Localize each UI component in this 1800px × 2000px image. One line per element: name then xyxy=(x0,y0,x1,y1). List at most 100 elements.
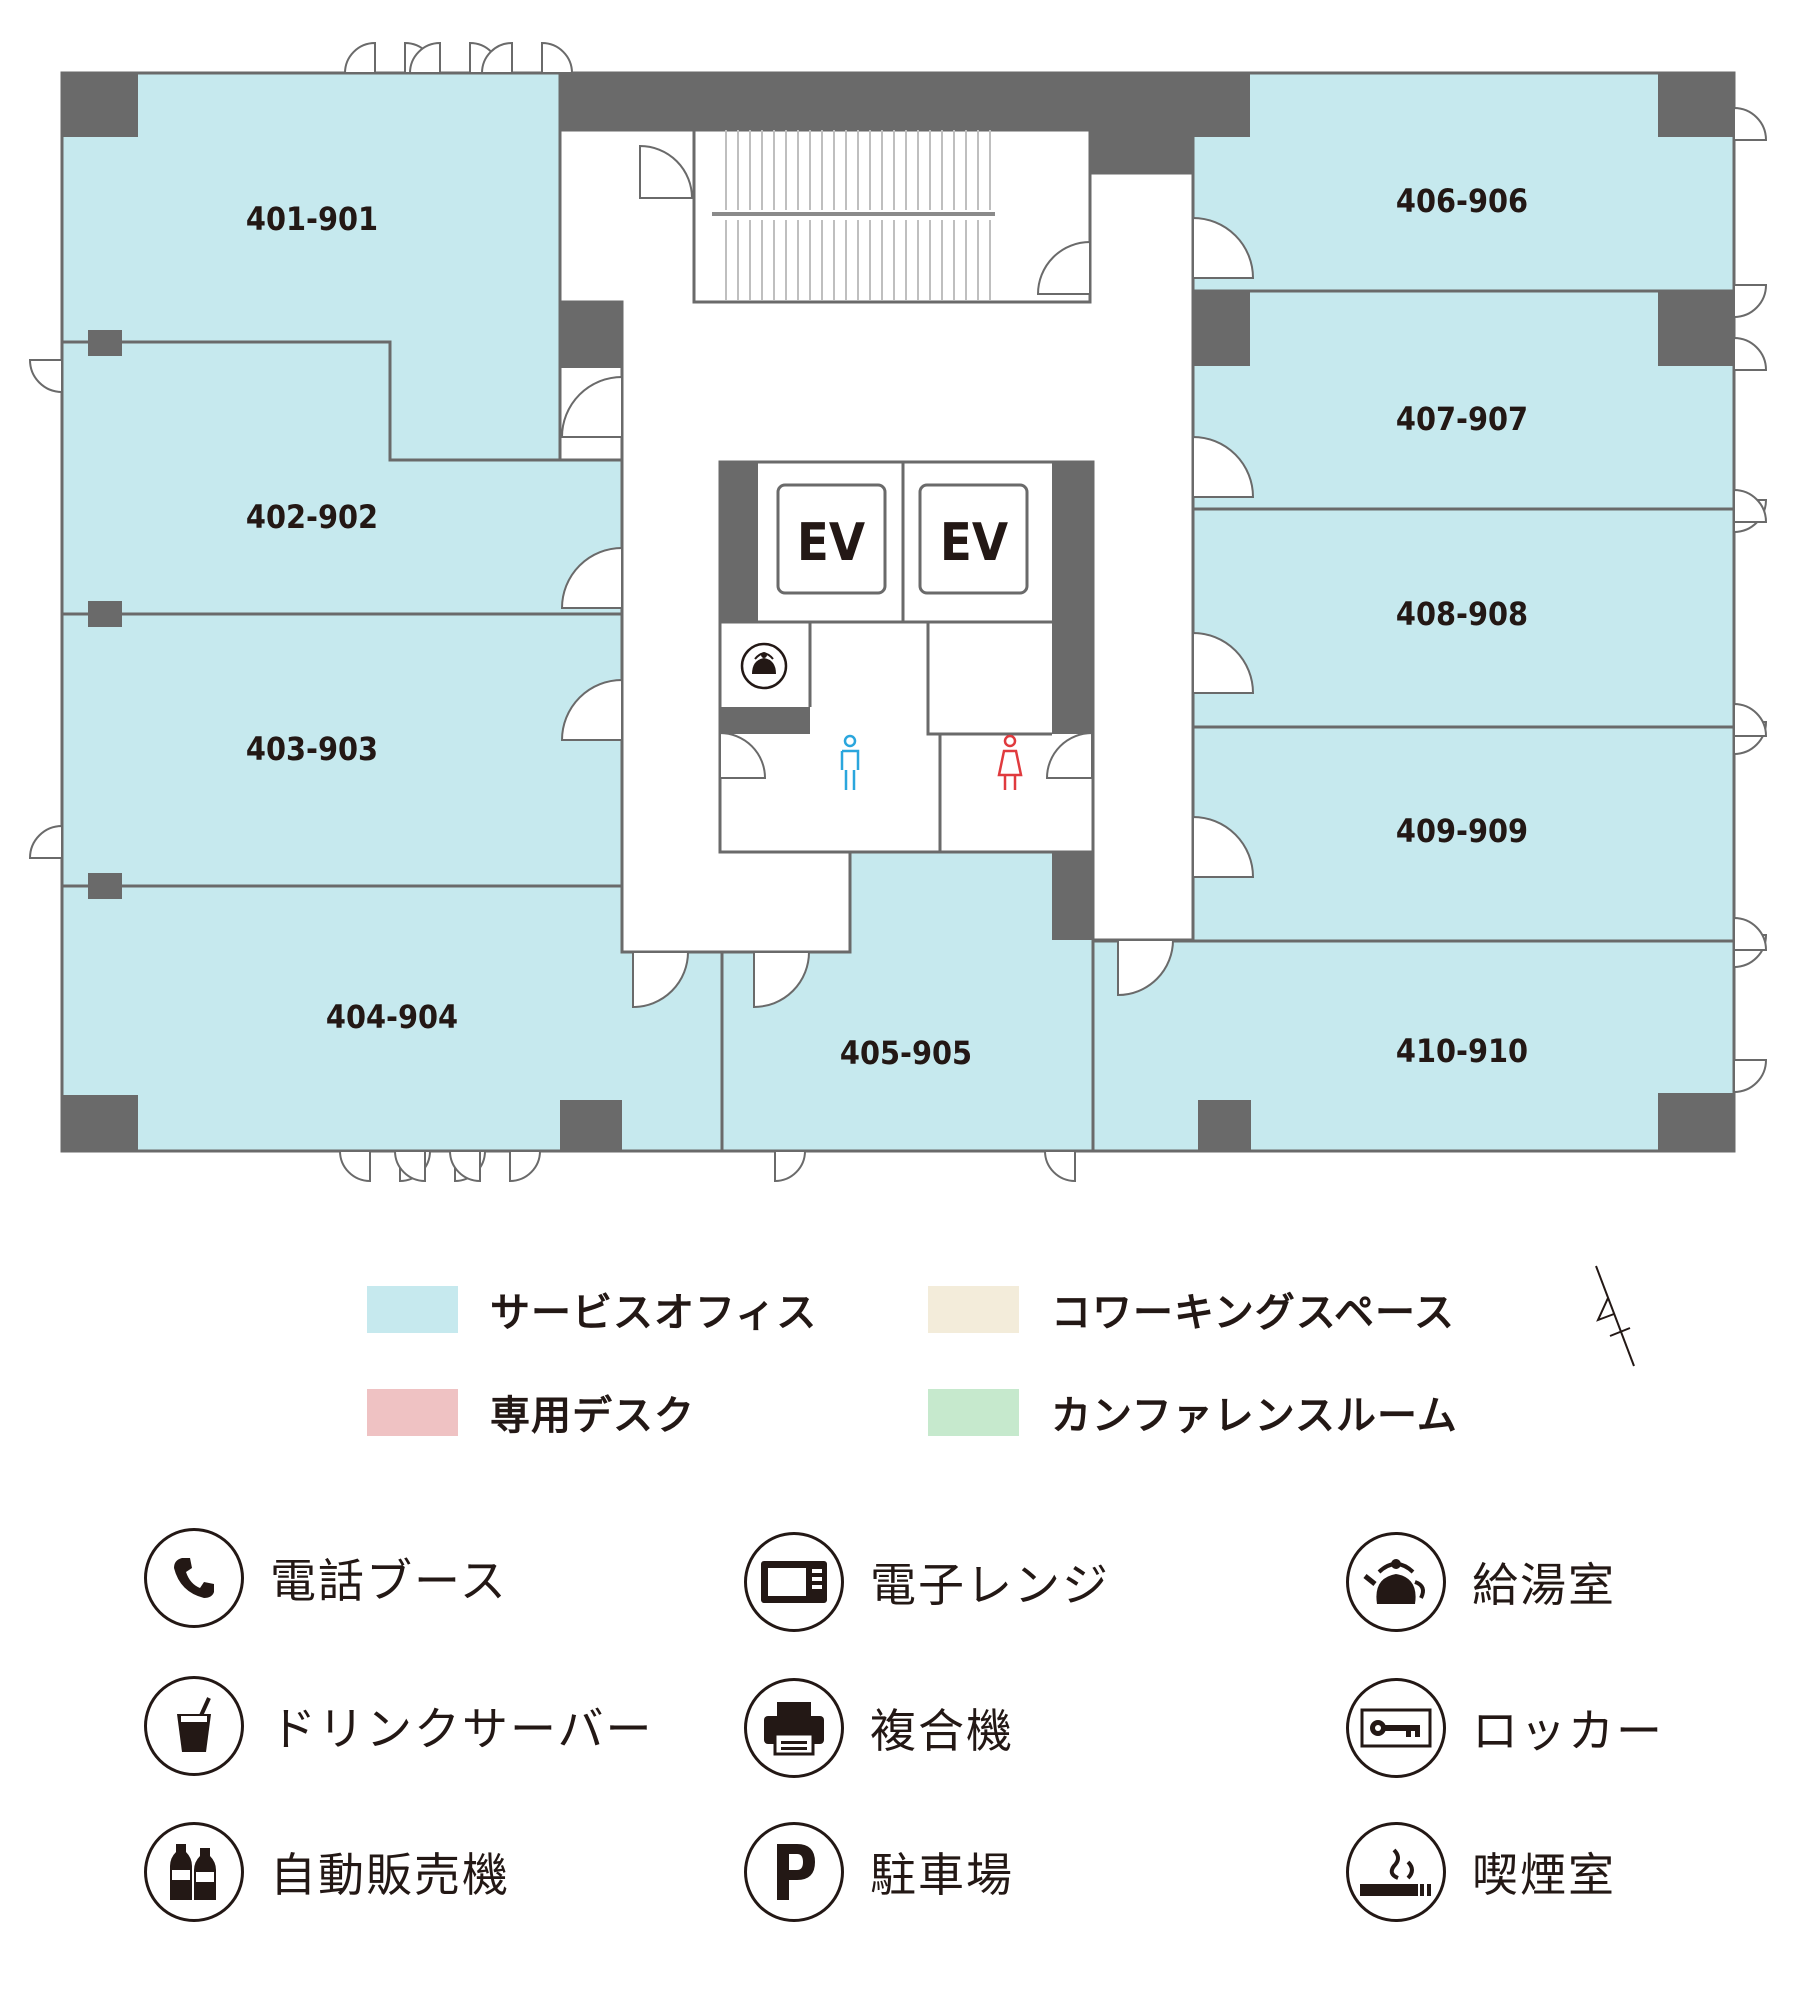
phone-icon xyxy=(144,1528,244,1628)
door-swing xyxy=(560,546,623,609)
amenity-drink-server: ドリンクサーバー xyxy=(144,1676,654,1776)
drink-server-label: ドリンクサーバー xyxy=(270,1702,654,1756)
door-swing xyxy=(639,144,694,199)
door-swing xyxy=(560,678,623,741)
door-swing xyxy=(480,41,513,74)
door-swing xyxy=(1733,488,1768,523)
locker-label: ロッカー xyxy=(1472,1704,1664,1758)
legend-service-office: サービスオフィス xyxy=(367,1280,817,1338)
elevator-1-label: EV xyxy=(797,513,865,573)
room-403-label: 403-903 xyxy=(246,730,378,768)
female-restroom-icon xyxy=(997,734,1023,790)
smoking-room-label: 喫煙室 xyxy=(1472,1848,1616,1902)
room-404-label: 404-904 xyxy=(326,998,458,1036)
door-swing xyxy=(1192,435,1255,498)
room-409[interactable] xyxy=(1191,725,1736,943)
compass-needle-icon xyxy=(1595,1265,1635,1367)
legend-dedicated-desk: 専用デスク xyxy=(367,1383,695,1441)
legend-coworking: コワーキングスペース xyxy=(928,1280,1455,1338)
stairwell xyxy=(692,128,1092,304)
service-office-swatch xyxy=(367,1285,458,1333)
room-401-label: 401-901 xyxy=(246,200,378,238)
room-406-label: 406-906 xyxy=(1396,182,1528,220)
door-swing xyxy=(1043,1150,1076,1183)
door-swing xyxy=(1036,240,1091,295)
door-swing xyxy=(393,1150,426,1183)
door-swing xyxy=(1733,1059,1768,1094)
multifunction-printer-label: 複合機 xyxy=(870,1704,1014,1758)
smoking-icon xyxy=(1346,1822,1446,1922)
amenity-locker: ロッカー xyxy=(1346,1678,1664,1778)
amenity-multifunction-printer: 複合機 xyxy=(744,1678,1014,1778)
elevator-2-label: EV xyxy=(940,513,1008,573)
door-swings xyxy=(28,41,1768,1183)
structural-columns xyxy=(62,73,1734,1151)
door-swing xyxy=(1733,916,1768,951)
room-408-label: 408-908 xyxy=(1396,595,1528,633)
door-swing xyxy=(1733,106,1768,141)
room-405-label: 405-905 xyxy=(840,1034,972,1072)
door-swing xyxy=(1733,284,1768,319)
amenity-smoking-room: 喫煙室 xyxy=(1346,1822,1616,1922)
parking-icon xyxy=(744,1822,844,1922)
room-labels: 401-901 402-902 403-903 404-904 405-905 … xyxy=(246,182,1528,1072)
vending-machine-label: 自動販売機 xyxy=(270,1848,510,1902)
floor-plan: EV EV 401-901 402-90 xyxy=(28,41,1768,1183)
amenity-parking: 駐車場 xyxy=(744,1822,1014,1922)
conference-label: カンファレンスルーム xyxy=(1051,1393,1458,1439)
dedicated-desk-label: 専用デスク xyxy=(490,1393,695,1439)
door-swing xyxy=(1192,631,1255,694)
room-409-label: 409-909 xyxy=(1396,812,1528,850)
drink-icon xyxy=(144,1676,244,1776)
door-swing xyxy=(343,41,376,74)
door-swing xyxy=(509,1150,542,1183)
amenity-microwave: 電子レンジ xyxy=(744,1532,1110,1632)
rooms xyxy=(60,71,1736,1153)
microwave-label: 電子レンジ xyxy=(870,1558,1110,1612)
door-swing xyxy=(408,41,441,74)
amenity-kitchenette: 給湯室 xyxy=(1346,1532,1616,1632)
legend-conference: カンファレンスルーム xyxy=(928,1383,1458,1441)
bottles-icon xyxy=(144,1822,244,1922)
door-swing xyxy=(1045,731,1093,779)
door-swing xyxy=(774,1150,807,1183)
service-office-label: サービスオフィス xyxy=(490,1290,818,1336)
door-swing xyxy=(560,375,623,438)
door-swing xyxy=(719,731,767,779)
door-swing xyxy=(28,359,63,394)
dedicated-desk-swatch xyxy=(367,1388,458,1436)
door-swing xyxy=(338,1150,371,1183)
kitchenette-label: 給湯室 xyxy=(1472,1558,1616,1612)
door-swing xyxy=(28,824,63,859)
amenity-vending-machine: 自動販売機 xyxy=(144,1822,510,1922)
printer-icon xyxy=(744,1678,844,1778)
male-restroom-icon xyxy=(840,734,860,790)
door-swing xyxy=(1192,216,1255,279)
kettle-icon xyxy=(1346,1532,1446,1632)
room-410-label: 410-910 xyxy=(1396,1032,1528,1070)
door-swing xyxy=(1733,336,1768,371)
parking-label: 駐車場 xyxy=(870,1848,1014,1902)
elevator-1[interactable] xyxy=(776,483,887,595)
room-406[interactable] xyxy=(1191,71,1736,293)
door-swing xyxy=(1733,702,1768,737)
phone-booth-label: 電話ブース xyxy=(270,1554,508,1608)
door-swing xyxy=(753,951,811,1009)
room-407[interactable] xyxy=(1191,289,1736,511)
room-402-label: 402-902 xyxy=(246,498,378,536)
elevator-2[interactable] xyxy=(918,483,1029,595)
door-swing xyxy=(448,1150,481,1183)
room-408[interactable] xyxy=(1191,507,1736,729)
door-swing xyxy=(632,951,690,1009)
coworking-swatch xyxy=(928,1285,1019,1333)
conference-swatch xyxy=(928,1388,1019,1436)
microwave-icon xyxy=(744,1532,844,1632)
door-swing xyxy=(1117,939,1175,997)
amenity-phone-booth: 電話ブース xyxy=(144,1528,508,1628)
coworking-label: コワーキングスペース xyxy=(1051,1290,1455,1336)
room-407-label: 407-907 xyxy=(1396,400,1528,438)
kettle-icon xyxy=(740,642,788,690)
door-swing xyxy=(541,41,574,74)
door-swing xyxy=(1192,815,1255,878)
key-icon xyxy=(1346,1678,1446,1778)
